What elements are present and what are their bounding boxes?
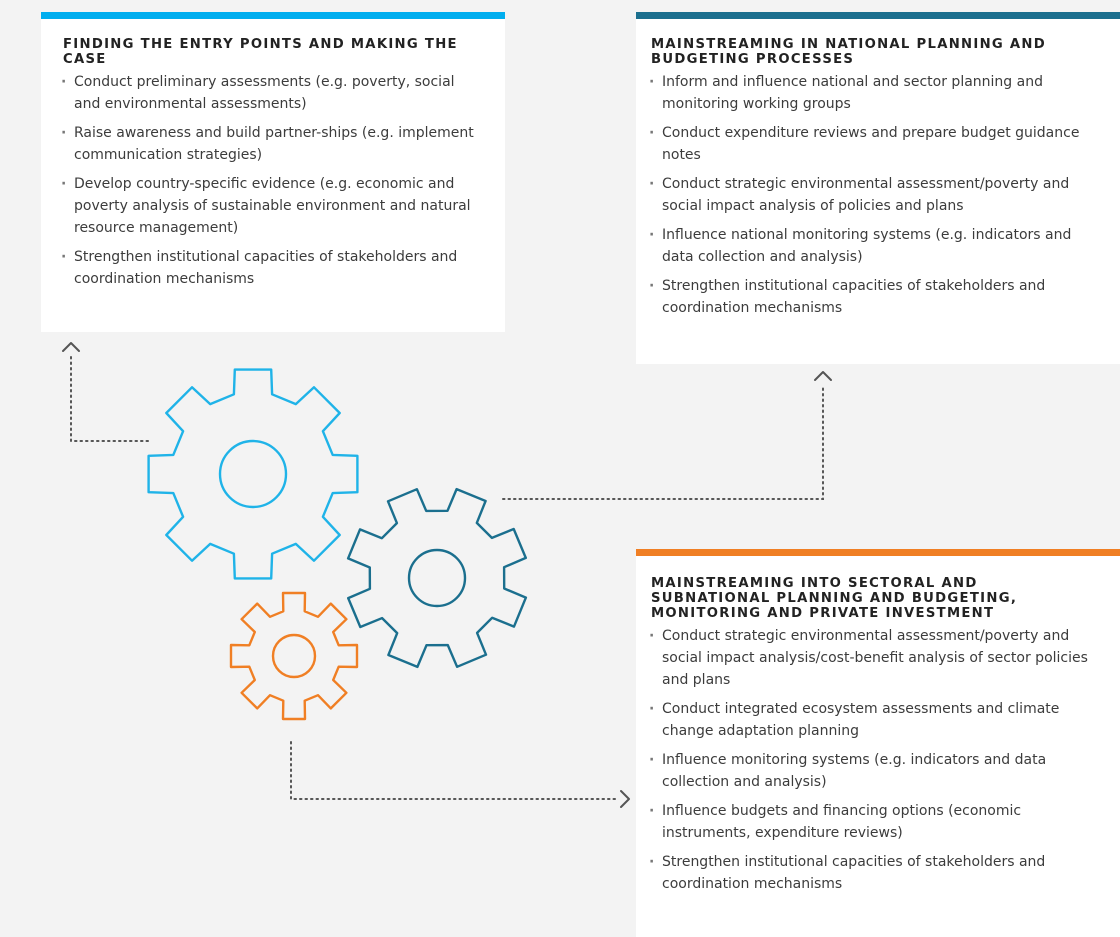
list-item: Develop country-specific evidence (e.g. … bbox=[61, 173, 485, 239]
panel-title: MAINSTREAMING IN NATIONAL PLANNING AND B… bbox=[651, 37, 1047, 67]
list-item: Strengthen institutional capacities of s… bbox=[649, 851, 1100, 895]
list-item: Conduct strategic environmental assessme… bbox=[649, 625, 1100, 691]
sectoral-planning-list: Conduct strategic environmental assessme… bbox=[649, 625, 1100, 895]
small-gear-icon bbox=[229, 591, 359, 721]
connector-national-planning bbox=[502, 387, 824, 500]
arrow-up-icon bbox=[62, 342, 80, 352]
list-item: Raise awareness and build partner-ships … bbox=[61, 122, 485, 166]
medium-gear-hole bbox=[407, 548, 467, 608]
small-gear-outline bbox=[229, 591, 359, 721]
large-gear-hole bbox=[218, 439, 288, 509]
sectoral-planning-panel: MAINSTREAMING INTO SECTORAL AND SUBNATIO… bbox=[636, 549, 1120, 937]
list-item: Strengthen institutional capacities of s… bbox=[61, 246, 485, 290]
list-item: Conduct integrated ecosystem assessments… bbox=[649, 698, 1100, 742]
list-item: Influence monitoring systems (e.g. indic… bbox=[649, 749, 1100, 793]
arrow-up-icon bbox=[814, 371, 832, 381]
arrow-right-icon bbox=[620, 790, 630, 808]
list-item: Influence budgets and financing options … bbox=[649, 800, 1100, 844]
entry-points-panel: FINDING THE ENTRY POINTS AND MAKING THE … bbox=[41, 12, 505, 332]
small-gear-hole bbox=[271, 633, 317, 679]
large-gear-outline bbox=[147, 368, 359, 580]
entry-points-list: Conduct preliminary assessments (e.g. po… bbox=[61, 71, 485, 290]
connectors bbox=[62, 342, 832, 808]
medium-gear-outline bbox=[346, 487, 528, 669]
connector-entry-points bbox=[70, 355, 149, 442]
list-item: Conduct expenditure reviews and prepare … bbox=[649, 122, 1100, 166]
list-item: Influence national monitoring systems (e… bbox=[649, 224, 1100, 268]
national-planning-list: Inform and influence national and sector… bbox=[649, 71, 1100, 319]
large-gear-icon bbox=[147, 368, 359, 580]
gears-group bbox=[147, 368, 528, 721]
national-planning-panel: MAINSTREAMING IN NATIONAL PLANNING AND B… bbox=[636, 12, 1120, 364]
list-item: Strengthen institutional capacities of s… bbox=[649, 275, 1100, 319]
panel-title: FINDING THE ENTRY POINTS AND MAKING THE … bbox=[63, 37, 458, 67]
list-item: Conduct strategic environmental assessme… bbox=[649, 173, 1100, 217]
medium-gear-icon bbox=[346, 487, 528, 669]
connector-sectoral-planning bbox=[290, 741, 617, 800]
panel-title: MAINSTREAMING INTO SECTORAL AND SUBNATIO… bbox=[651, 576, 1018, 621]
list-item: Conduct preliminary assessments (e.g. po… bbox=[61, 71, 485, 115]
list-item: Inform and influence national and sector… bbox=[649, 71, 1100, 115]
